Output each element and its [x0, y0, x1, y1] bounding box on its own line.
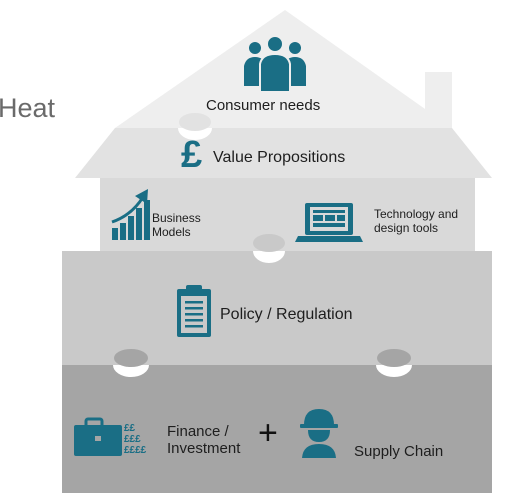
technology-line2: design tools	[374, 220, 439, 235]
people-group-icon	[244, 35, 306, 93]
finance-line1: Finance /	[167, 423, 229, 440]
value-propositions-layer	[75, 128, 492, 178]
currency-row: £££	[124, 434, 141, 445]
business-technology-layer	[100, 178, 475, 251]
business-models-line2: Models	[152, 224, 191, 239]
laptop-icon	[295, 203, 363, 242]
policy-regulation-label: Policy / Regulation	[220, 306, 353, 323]
plus-connector: +	[258, 414, 278, 452]
pound-sign-icon: £	[181, 134, 203, 176]
currency-row: ££££	[124, 445, 147, 456]
currency-row: ££	[124, 423, 136, 434]
business-models-line1: Business	[152, 211, 201, 225]
edge-text-heat: Heat	[0, 93, 56, 123]
foundation-layer	[62, 365, 492, 493]
currency-stack: ££ £££ ££££	[124, 423, 146, 456]
finance-investment-label: Finance / Investment	[167, 423, 240, 458]
technology-line1: Technology and	[374, 207, 459, 221]
puzzle-tab	[114, 349, 148, 367]
technology-label: Technology and design tools	[374, 207, 459, 236]
finance-line2: Investment	[167, 440, 241, 458]
value-propositions-label: Value Propositions	[213, 149, 346, 166]
briefcase-icon	[74, 417, 122, 456]
policy-layer	[62, 251, 492, 365]
puzzle-tab	[253, 234, 285, 252]
business-models-label: Business Models	[152, 211, 201, 240]
puzzle-tab	[179, 113, 211, 131]
growth-chart-icon	[111, 189, 150, 240]
consumer-needs-label: Consumer needs	[206, 97, 321, 114]
puzzle-tab	[377, 349, 411, 367]
supply-chain-label: Supply Chain	[354, 443, 444, 460]
clipboard-icon	[177, 285, 211, 337]
worker-helmet-icon	[300, 409, 338, 458]
